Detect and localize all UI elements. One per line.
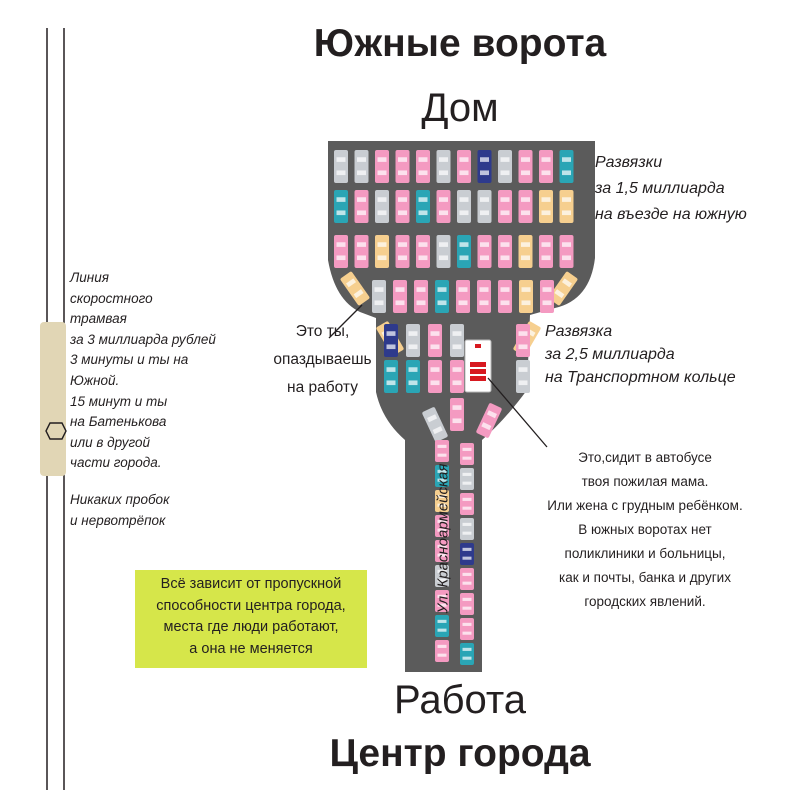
car [518, 150, 533, 183]
car [416, 150, 430, 183]
car [460, 518, 474, 540]
car [375, 190, 389, 223]
car [450, 324, 464, 357]
car-grid [334, 150, 578, 665]
car [435, 615, 449, 637]
tram-car [40, 322, 66, 476]
car [406, 360, 420, 393]
car [450, 360, 464, 393]
car [406, 324, 420, 357]
car [476, 403, 502, 438]
tram-description: Линия скоростного трамвая за 3 миллиарда… [70, 270, 216, 471]
car [354, 190, 369, 223]
car [450, 398, 464, 431]
tram-note: Никаких пробок и нервотрёпок [70, 492, 170, 528]
car [436, 235, 451, 268]
car [460, 643, 474, 665]
car [539, 150, 553, 183]
car [518, 190, 533, 223]
car [559, 150, 574, 183]
car [435, 280, 449, 313]
car [414, 280, 428, 313]
car [435, 565, 449, 587]
car [540, 280, 554, 313]
car [375, 150, 389, 183]
car [334, 150, 348, 183]
car [422, 407, 448, 442]
car [435, 490, 449, 512]
car [519, 280, 533, 313]
car [477, 190, 492, 223]
car [435, 590, 449, 612]
car [375, 235, 389, 268]
pointer-bus [487, 377, 548, 448]
car [460, 618, 474, 640]
car [477, 280, 491, 313]
car [548, 271, 578, 306]
car [384, 360, 398, 393]
car [460, 593, 474, 615]
car [559, 190, 574, 223]
car [395, 190, 410, 223]
car [477, 150, 492, 183]
car [384, 324, 398, 357]
work-label: Работа [394, 678, 526, 722]
car [460, 543, 474, 565]
bus-label: Это,сидит в автобусе твоя пожилая мама. … [547, 450, 743, 609]
car [428, 360, 442, 393]
car [416, 190, 430, 223]
bus-icon [464, 339, 492, 393]
car [516, 360, 530, 393]
capacity-note: Всё зависит от пропускной способности це… [135, 570, 367, 668]
car [334, 190, 348, 223]
car [559, 235, 574, 268]
car [354, 235, 369, 268]
car [498, 190, 512, 223]
car [457, 190, 471, 223]
interchange-1-label: Развязки за 1,5 миллиарда на въезде на ю… [595, 154, 747, 223]
car [457, 235, 471, 268]
title-bottom: Центр города [329, 732, 591, 775]
home-label: Дом [421, 86, 499, 130]
car [498, 280, 512, 313]
car [460, 468, 474, 490]
car [395, 235, 410, 268]
you-label: Это ты, опаздываешь на работу [273, 323, 372, 396]
car [393, 280, 407, 313]
tram-station-icon [45, 422, 67, 440]
car [436, 150, 451, 183]
car [498, 150, 512, 183]
car [416, 235, 430, 268]
car [435, 440, 449, 462]
car [334, 235, 348, 268]
car [435, 515, 449, 537]
car [456, 280, 470, 313]
pointer-you [328, 304, 363, 339]
car [435, 540, 449, 562]
car [477, 235, 492, 268]
car [539, 190, 553, 223]
car [340, 271, 370, 306]
car [460, 493, 474, 515]
car [498, 235, 512, 268]
car [435, 640, 449, 662]
car [395, 150, 410, 183]
interchange-2-label: Развязка за 2,5 миллиарда на Транспортно… [545, 323, 736, 386]
car [372, 280, 386, 313]
car [436, 190, 451, 223]
street-label: Ул. Красноармейская [434, 463, 452, 614]
car [428, 324, 442, 357]
car [518, 235, 533, 268]
car [354, 150, 369, 183]
car [435, 465, 449, 487]
car [457, 150, 471, 183]
title-top: Южные ворота [313, 22, 607, 65]
car [539, 235, 553, 268]
car [460, 568, 474, 590]
car [516, 324, 530, 357]
car [460, 443, 474, 465]
